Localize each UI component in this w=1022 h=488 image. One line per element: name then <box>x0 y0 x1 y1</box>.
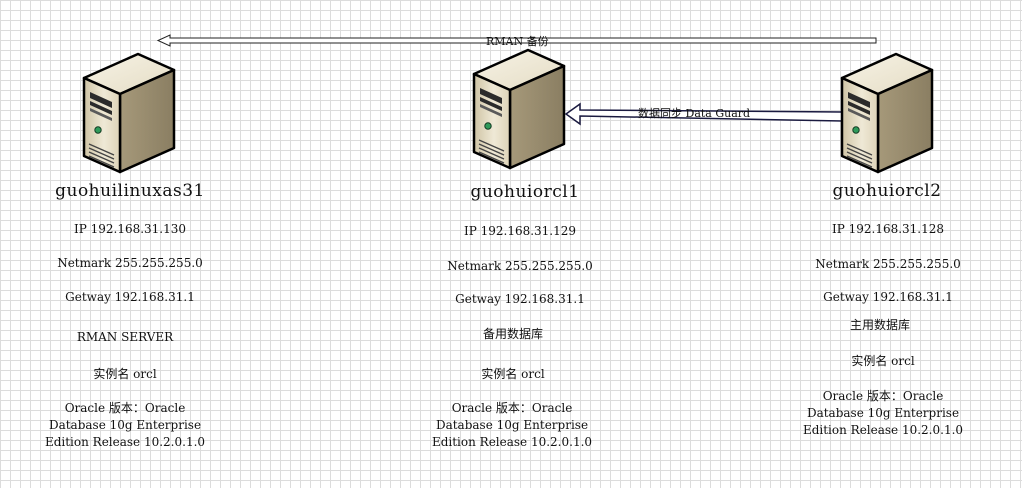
data-guard-label: 数据同步 Data Guard <box>638 107 751 120</box>
instance-name: 实例名 orcl <box>93 367 157 381</box>
data-guard-arrow <box>564 102 843 126</box>
oracle-version: Oracle 版本：Oracle Database 10g Enterprise… <box>802 389 964 437</box>
netmask: Netmark 255.255.255.0 <box>57 256 203 270</box>
netmask: Netmark 255.255.255.0 <box>447 259 593 273</box>
instance-name: 实例名 orcl <box>851 354 915 368</box>
ip-address: IP 192.168.31.130 <box>73 222 187 236</box>
server-icon <box>82 52 176 174</box>
netmask: Netmark 255.255.255.0 <box>815 257 961 271</box>
rman-backup-arrow <box>156 34 877 47</box>
ip-address: IP 192.168.31.129 <box>463 224 577 238</box>
oracle-version: Oracle 版本：Oracle Database 10g Enterprise… <box>431 401 593 449</box>
server-role: RMAN SERVER <box>76 330 174 344</box>
hostname-standby-server: guohuiorcl1 <box>470 182 580 202</box>
hostname-primary-server: guohuiorcl2 <box>832 181 942 201</box>
hostname-rman-server: guohuilinuxas31 <box>55 181 205 201</box>
server-role: 备用数据库 <box>482 327 543 341</box>
ip-address: IP 192.168.31.128 <box>831 222 945 236</box>
server-icon <box>840 52 934 174</box>
oracle-version: Oracle 版本：Oracle Database 10g Enterprise… <box>44 401 206 449</box>
server-icon <box>472 48 566 170</box>
gateway: Getway 192.168.31.1 <box>823 290 953 304</box>
rman-backup-label: RMAN 备份 <box>486 35 549 48</box>
gateway: Getway 192.168.31.1 <box>65 290 195 304</box>
server-role: 主用数据库 <box>849 318 910 332</box>
gateway: Getway 192.168.31.1 <box>455 292 585 306</box>
instance-name: 实例名 orcl <box>481 367 545 381</box>
